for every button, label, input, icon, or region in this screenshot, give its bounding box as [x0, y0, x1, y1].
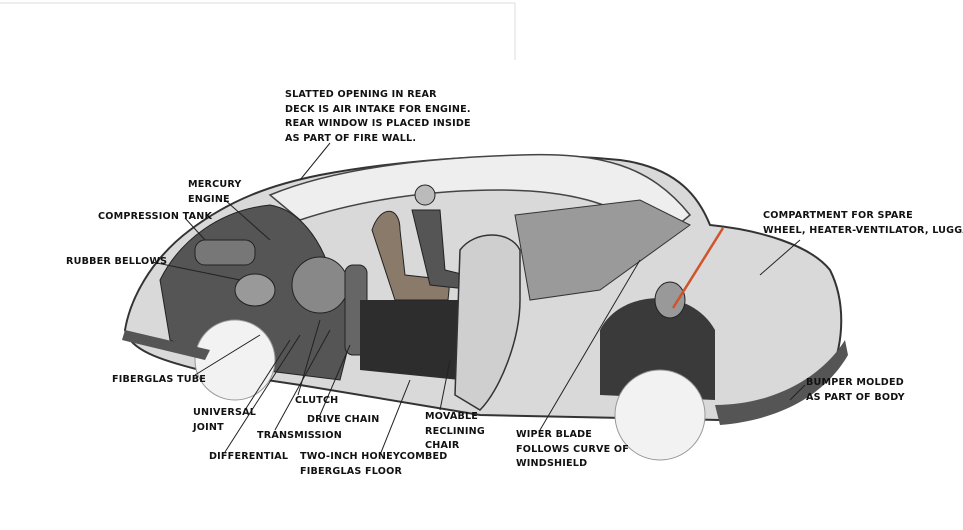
label-line: FIBERGLAS TUBE: [112, 374, 207, 385]
label-line: WHEEL, HEATER-VENTILATOR, LUGGAGE: [763, 224, 963, 236]
rubber-bellows: [234, 273, 276, 307]
label-line: JOINT: [193, 421, 224, 433]
label-line: FIBERGLAS FLOOR: [300, 465, 403, 477]
label-wiper-blade: WIPER BLADE FOLLOWS CURVE OF WINDSHIELD: [516, 428, 629, 472]
label-line: MERCURY: [188, 179, 242, 190]
label-line: COMPARTMENT FOR SPARE: [763, 210, 913, 221]
label-rubber-bellows: RUBBER BELLOWS: [66, 255, 167, 270]
label-drive-chain: DRIVE CHAIN: [307, 413, 380, 428]
label-line: DRIVE CHAIN: [307, 414, 380, 425]
front-suspension: [600, 298, 715, 400]
label-line: SLATTED OPENING IN REAR: [285, 89, 437, 100]
label-line: MOVABLE: [425, 411, 479, 422]
compression-tank: [194, 239, 256, 266]
label-line: TRANSMISSION: [257, 430, 342, 441]
label-slatted-opening: SLATTED OPENING IN REAR DECK IS AIR INTA…: [285, 88, 471, 146]
label-floor: TWO-INCH HONEYCOMBED FIBERGLAS FLOOR: [300, 450, 447, 479]
label-line: WIPER BLADE: [516, 429, 593, 440]
label-fiberglas-tube: FIBERGLAS TUBE: [112, 373, 206, 388]
open-door: [454, 234, 521, 411]
label-clutch: CLUTCH: [295, 394, 338, 409]
label-line: BUMPER MOLDED: [806, 377, 904, 388]
label-differential: DIFFERENTIAL: [209, 450, 288, 465]
label-line: COMPRESSION TANK: [98, 211, 213, 222]
leader-lines: [151, 142, 806, 456]
label-line: ENGINE: [188, 193, 230, 205]
engine: [291, 256, 349, 314]
label-line: RECLINING: [425, 425, 485, 437]
label-compartment: COMPARTMENT FOR SPARE WHEEL, HEATER-VENT…: [763, 209, 963, 238]
label-compression-tank: COMPRESSION TANK: [98, 210, 212, 225]
label-line: AS PART OF BODY: [806, 391, 905, 403]
label-universal-joint: UNIVERSAL JOINT: [193, 406, 256, 435]
label-reclining-chair: MOVABLE RECLINING CHAIR: [425, 410, 485, 454]
rear-bumper: [122, 330, 210, 360]
label-transmission: TRANSMISSION: [257, 429, 342, 444]
label-line: TWO-INCH HONEYCOMBED: [300, 451, 448, 462]
label-mercury-engine: MERCURY ENGINE: [188, 178, 242, 207]
red-pointer: [671, 227, 725, 309]
rear-wheel: [194, 319, 276, 401]
front-wheel: [614, 369, 706, 461]
label-bumper: BUMPER MOLDED AS PART OF BODY: [806, 376, 905, 405]
front-bumper: [715, 340, 848, 425]
label-line: AS PART OF FIRE WALL.: [285, 132, 417, 144]
windshield: [514, 199, 691, 301]
label-line: FOLLOWS CURVE OF: [516, 443, 630, 455]
label-line: RUBBER BELLOWS: [66, 256, 168, 267]
interior-floor: [360, 300, 470, 380]
label-line: REAR WINDOW IS PLACED INSIDE: [285, 118, 471, 129]
label-line: DIFFERENTIAL: [209, 451, 289, 462]
label-line: CHAIR: [425, 440, 460, 451]
label-line: WINDSHIELD: [516, 458, 588, 469]
label-line: UNIVERSAL: [193, 407, 257, 418]
label-line: CLUTCH: [295, 395, 339, 406]
label-line: DECK IS AIR INTAKE FOR ENGINE.: [285, 103, 471, 115]
